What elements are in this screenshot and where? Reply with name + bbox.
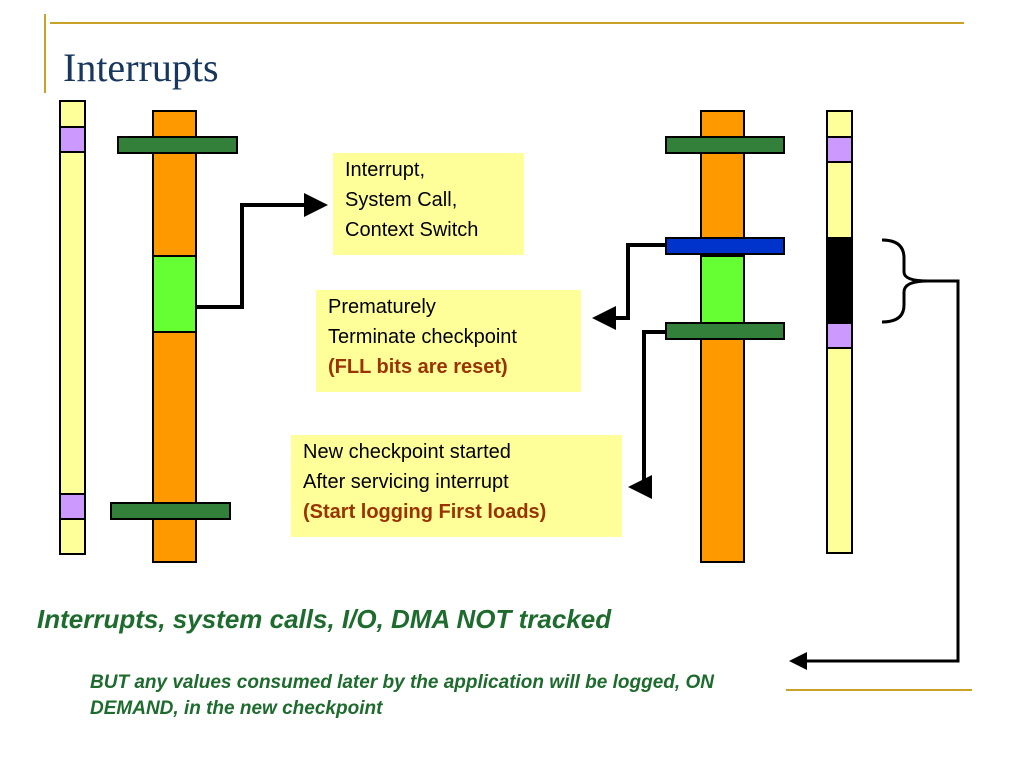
- terminate-callout: Prematurely Terminate checkpoint (FLL bi…: [316, 290, 581, 392]
- new-checkpoint-callout: New checkpoint started After servicing i…: [291, 435, 622, 537]
- title-accent-vertical-rule: [44, 14, 46, 93]
- new-checkpoint-callout-line-2: After servicing interrupt: [303, 471, 509, 493]
- brace-to-caption-arrow: [789, 279, 960, 670]
- interrupt-callout-line-1: Interrupt,: [345, 159, 426, 181]
- new-checkpoint-callout-line-1: New checkpoint started: [303, 441, 511, 463]
- interrupt-callout: Interrupt, System Call, Context Switch: [333, 153, 524, 255]
- new-checkpoint-callout-line-3: (Start logging First loads): [303, 501, 547, 523]
- left-checkpoint-boundary-bottom: [110, 502, 231, 520]
- left-checkpoint-boundary-top: [117, 136, 238, 154]
- page-title: Interrupts: [63, 45, 219, 90]
- terminate-connector-arrow: [592, 243, 665, 330]
- interrupt-callout-line-3: Context Switch: [345, 219, 479, 241]
- left-timeline-checkpoint-marker-top: [59, 126, 86, 153]
- terminate-callout-line-3: (FLL bits are reset): [328, 356, 508, 378]
- title-accent-horizontal-rule: [50, 22, 964, 24]
- footer-accent-rule: [786, 689, 972, 691]
- interrupt-connector-arrow: [197, 193, 328, 309]
- interrupt-block-brace: [881, 238, 929, 324]
- right-terminated-checkpoint-boundary: [665, 237, 785, 255]
- left-interrupt-region: [152, 255, 197, 333]
- right-timeline-checkpoint-marker-top: [826, 136, 853, 163]
- right-interrupt-region: [700, 255, 745, 325]
- terminate-callout-line-1: Prematurely: [328, 296, 436, 318]
- caption-main: Interrupts, system calls, I/O, DMA NOT t…: [37, 604, 612, 634]
- left-timeline-checkpoint-marker-bottom: [59, 493, 86, 520]
- new-checkpoint-connector-arrow: [628, 330, 665, 499]
- right-checkpoint-boundary-top: [665, 136, 785, 154]
- caption-sub: BUT any values consumed later by the app…: [90, 672, 714, 719]
- right-timeline-interrupt-block: [826, 237, 853, 325]
- left-timeline-bar: [59, 100, 86, 555]
- interrupt-callout-line-2: System Call,: [345, 189, 458, 211]
- right-new-checkpoint-boundary: [665, 322, 785, 340]
- right-timeline-checkpoint-marker-bottom: [826, 322, 853, 349]
- left-thread-bar: [152, 110, 197, 563]
- terminate-callout-line-2: Terminate checkpoint: [328, 326, 517, 348]
